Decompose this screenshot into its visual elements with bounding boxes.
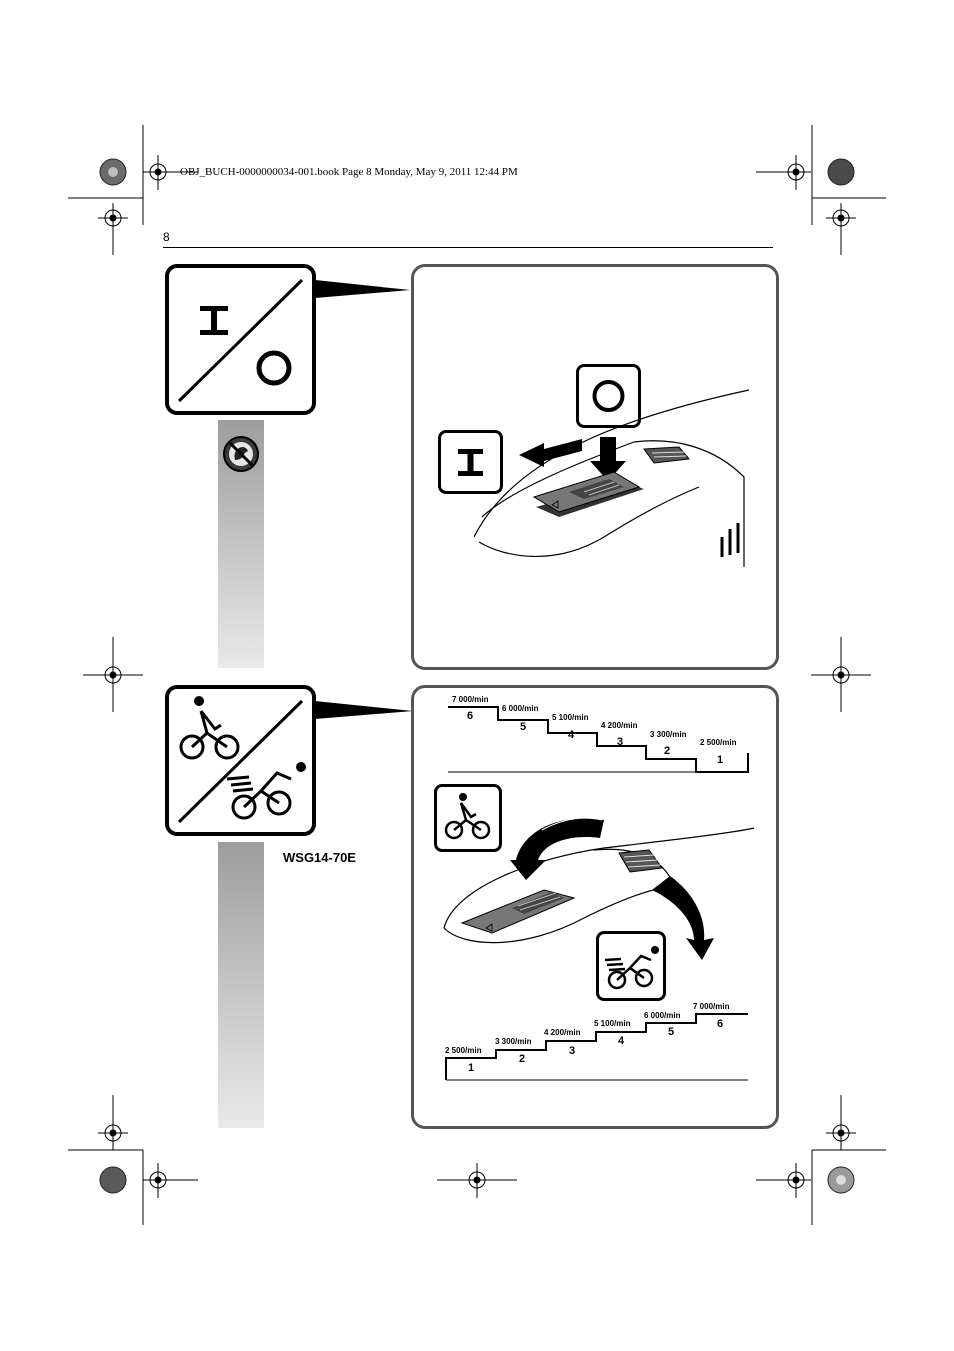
speed-level: 5 [668, 1026, 675, 1038]
speed-label: 7 000/min [693, 1002, 730, 1011]
fast-cyclist-icon [226, 771, 292, 820]
off-symbol-icon [592, 380, 625, 412]
off-symbol-box [576, 364, 641, 428]
callout-pointer [315, 280, 410, 298]
speed-label: 3 300/min [650, 730, 687, 739]
speed-illustration-panel: 7 000/min 6 000/min 5 100/min 4 200/min … [411, 685, 779, 1129]
speed-level: 4 [618, 1035, 625, 1047]
speed-label: 6 000/min [644, 1011, 681, 1020]
on-off-symbol [177, 278, 304, 403]
speed-label: 3 300/min [495, 1037, 532, 1046]
speed-label: 2 500/min [445, 1046, 482, 1055]
book-info-header: OBJ_BUCH-0000000034-001.book Page 8 Mond… [180, 166, 518, 178]
slow-cyclist-icon [179, 710, 240, 760]
on-symbol-icon [458, 449, 483, 476]
fast-cyclist-box [596, 931, 666, 1001]
speed-staircase-bottom [445, 1013, 748, 1081]
speed-level: 6 [717, 1018, 724, 1030]
slow-cyclist-box [434, 784, 502, 852]
speed-level: 6 [467, 710, 474, 722]
on-symbol-box [438, 430, 503, 494]
speed-label: 5 100/min [594, 1019, 631, 1028]
model-label: WSG14-70E [283, 850, 356, 865]
speed-label: 4 200/min [544, 1028, 581, 1037]
speed-level: 2 [664, 745, 671, 757]
speed-level: 3 [617, 736, 624, 748]
side-bar-bottom [218, 842, 264, 1128]
page-number: 8 [163, 230, 170, 244]
switch-illustration-panel [411, 264, 779, 670]
speed-label: 7 000/min [452, 695, 489, 704]
prohibition-icon [223, 436, 259, 472]
speed-staircase-top [448, 706, 749, 773]
slow-cyclist-icon [444, 793, 491, 840]
callout-pointer [315, 701, 413, 719]
speed-level: 1 [468, 1062, 475, 1074]
on-off-switch-icon [165, 264, 316, 415]
speed-wheel-illustration [443, 817, 755, 960]
speed-label: 6 000/min [502, 704, 539, 713]
fast-cyclist-icon [604, 946, 659, 990]
speed-selection-icon [165, 685, 316, 836]
switch-slider-illustration [474, 389, 750, 567]
speed-label: 2 500/min [700, 738, 737, 747]
speed-label: 5 100/min [552, 713, 589, 722]
speed-level: 4 [568, 729, 575, 741]
header-rule [163, 247, 773, 248]
speed-level: 3 [569, 1045, 576, 1057]
speed-level: 1 [717, 754, 724, 766]
speed-label: 4 200/min [601, 721, 638, 730]
speed-symbol [177, 696, 306, 824]
speed-level: 2 [519, 1053, 526, 1065]
speed-level: 5 [520, 721, 527, 733]
